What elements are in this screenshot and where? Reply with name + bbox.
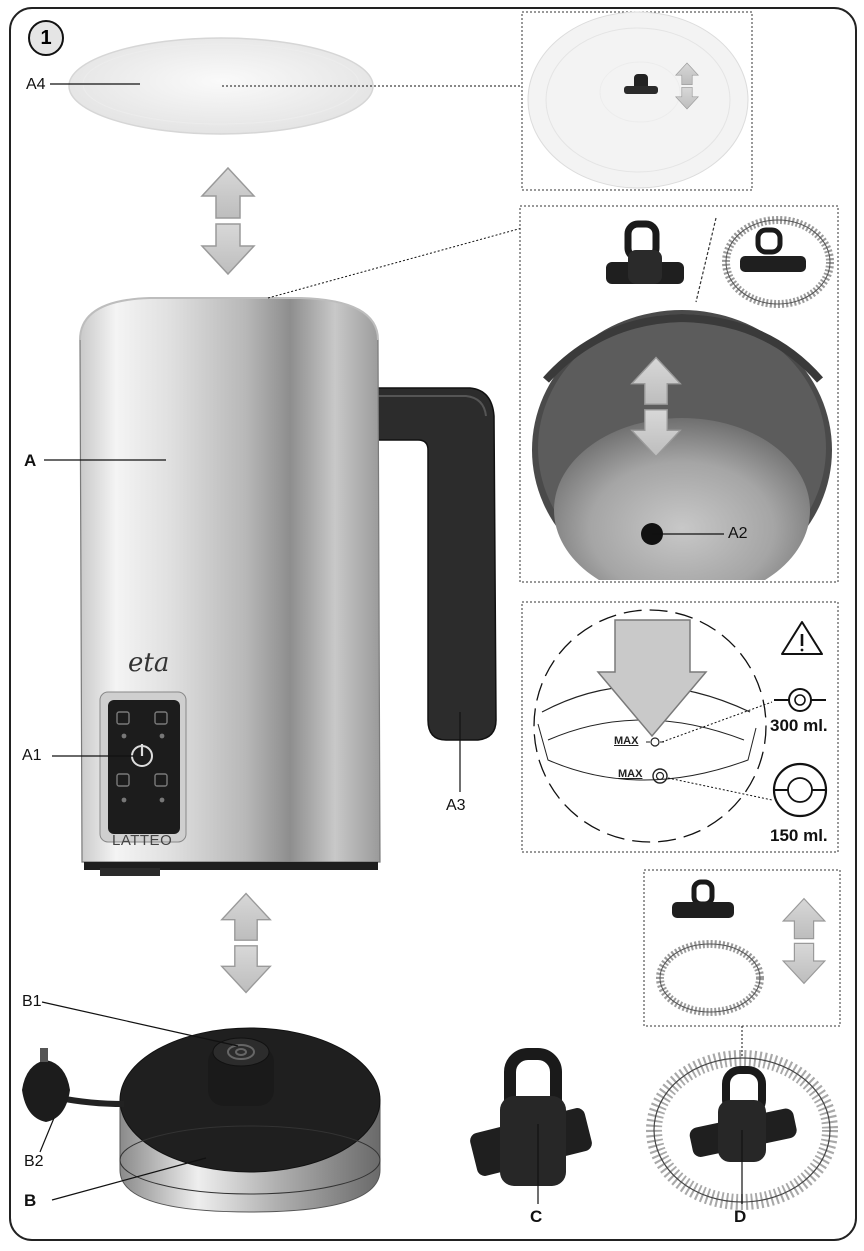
label-c: C bbox=[530, 1207, 543, 1226]
whisk-icon bbox=[672, 879, 734, 918]
max-fill-detail-box bbox=[521, 601, 839, 853]
label-a: A bbox=[24, 451, 37, 470]
label-b2: B2 bbox=[24, 1153, 44, 1170]
double-arrow-icon bbox=[220, 892, 272, 994]
volume-high-label: 300 ml. bbox=[770, 716, 828, 735]
whisk-c bbox=[470, 1048, 592, 1186]
volume-low-label: 150 ml. bbox=[770, 826, 828, 845]
spring-icon bbox=[722, 216, 834, 308]
leader-b1 bbox=[41, 1001, 239, 1047]
lid-underside-detail bbox=[527, 11, 749, 189]
spring-icon bbox=[656, 940, 764, 1016]
max-fill-illustration bbox=[533, 609, 773, 843]
max-mark-low: MAX bbox=[618, 768, 643, 780]
label-d: D bbox=[734, 1207, 747, 1226]
label-b1: B1 bbox=[22, 993, 42, 1010]
leader-b bbox=[51, 1157, 207, 1201]
label-a2: A2 bbox=[728, 525, 748, 542]
jug-a bbox=[79, 297, 497, 876]
label-a1: A1 bbox=[22, 747, 42, 764]
small-whisk-symbol bbox=[774, 688, 826, 712]
model-name: LATTEO bbox=[112, 832, 173, 849]
base-b bbox=[119, 1027, 381, 1213]
warning-icon bbox=[781, 621, 823, 655]
jug-interior bbox=[532, 310, 832, 580]
power-plug-b2 bbox=[22, 1048, 125, 1122]
page-frame bbox=[9, 7, 857, 1241]
leader-b2 bbox=[39, 1117, 55, 1153]
double-arrow-icon bbox=[782, 897, 826, 985]
jug-inside-detail-box bbox=[519, 205, 839, 583]
double-arrow-icon bbox=[201, 167, 255, 275]
figure-number-badge: 1 bbox=[28, 20, 64, 56]
divider bbox=[695, 217, 717, 303]
max-mark-high: MAX bbox=[614, 735, 639, 747]
label-a3: A3 bbox=[446, 797, 466, 814]
label-b: B bbox=[24, 1191, 37, 1210]
large-spring-symbol bbox=[772, 762, 828, 818]
label-a4: A4 bbox=[26, 76, 46, 93]
brand-logo: eta bbox=[128, 648, 170, 678]
whisk-icon bbox=[606, 220, 684, 284]
leader-inside-detail bbox=[267, 227, 523, 299]
